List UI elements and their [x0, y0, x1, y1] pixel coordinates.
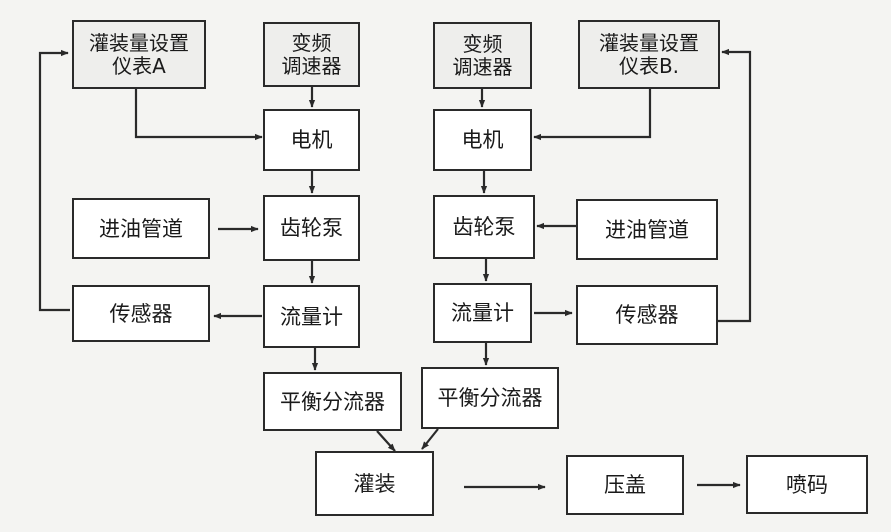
capping-box: 压盖 [566, 455, 684, 515]
edge-sensor-b-to-meter-b [718, 48, 752, 323]
edge-sensor-a-to-meter-a [38, 49, 70, 312]
filling-label: 灌装 [353, 471, 396, 496]
coding-box: 喷码 [746, 455, 868, 514]
pipe-a-box: 进油管道 [72, 198, 210, 259]
inverter-a-label: 变频调速器 [281, 30, 342, 78]
sensor-b-box: 传感器 [576, 285, 718, 345]
filling-box: 灌装 [315, 451, 434, 516]
pipe-a-label: 进油管道 [99, 216, 183, 241]
edge-meter-a-to-motor-a [134, 89, 263, 141]
edge-splitter-a-to-filling [376, 430, 396, 452]
pump-a-box: 齿轮泵 [263, 195, 360, 261]
pump-b-label: 齿轮泵 [452, 215, 516, 239]
splitter-b-label: 平衡分流器 [437, 386, 543, 410]
splitter-b-box: 平衡分流器 [421, 367, 559, 429]
inverter-b-box: 变频调速器 [433, 22, 532, 89]
motor-b-box: 电机 [433, 109, 532, 171]
motor-a-label: 电机 [290, 128, 333, 152]
meter-b-label: 灌装量设置仪表B. [599, 30, 699, 78]
inverter-a-box: 变频调速器 [263, 22, 360, 87]
pump-a-label: 齿轮泵 [280, 216, 343, 240]
coding-label: 喷码 [786, 472, 828, 497]
sensor-a-box: 传感器 [72, 285, 210, 342]
capping-label: 压盖 [604, 473, 646, 497]
sensor-b-label: 传感器 [615, 303, 679, 327]
flow-a-label: 流量计 [280, 304, 343, 329]
motor-b-label: 电机 [461, 128, 504, 152]
inverter-b-label: 变频调速器 [452, 31, 513, 79]
splitter-a-box: 平衡分流器 [263, 372, 402, 431]
sensor-a-label: 传感器 [109, 301, 173, 326]
edge-splitter-b-to-filling [421, 428, 439, 450]
flow-b-box: 流量计 [433, 283, 532, 343]
flow-a-box: 流量计 [263, 285, 360, 348]
pump-b-box: 齿轮泵 [433, 195, 535, 259]
splitter-a-label: 平衡分流器 [280, 389, 385, 414]
edge-meter-b-to-motor-b [533, 89, 652, 141]
meter-a-box: 灌装量设置仪表A [72, 20, 206, 89]
pipe-b-label: 进油管道 [605, 217, 689, 242]
flow-b-label: 流量计 [451, 301, 514, 325]
meter-b-box: 灌装量设置仪表B. [578, 20, 720, 89]
pipe-b-box: 进油管道 [576, 199, 718, 260]
motor-a-box: 电机 [263, 109, 360, 171]
meter-a-label: 灌装量设置仪表A [89, 30, 189, 78]
